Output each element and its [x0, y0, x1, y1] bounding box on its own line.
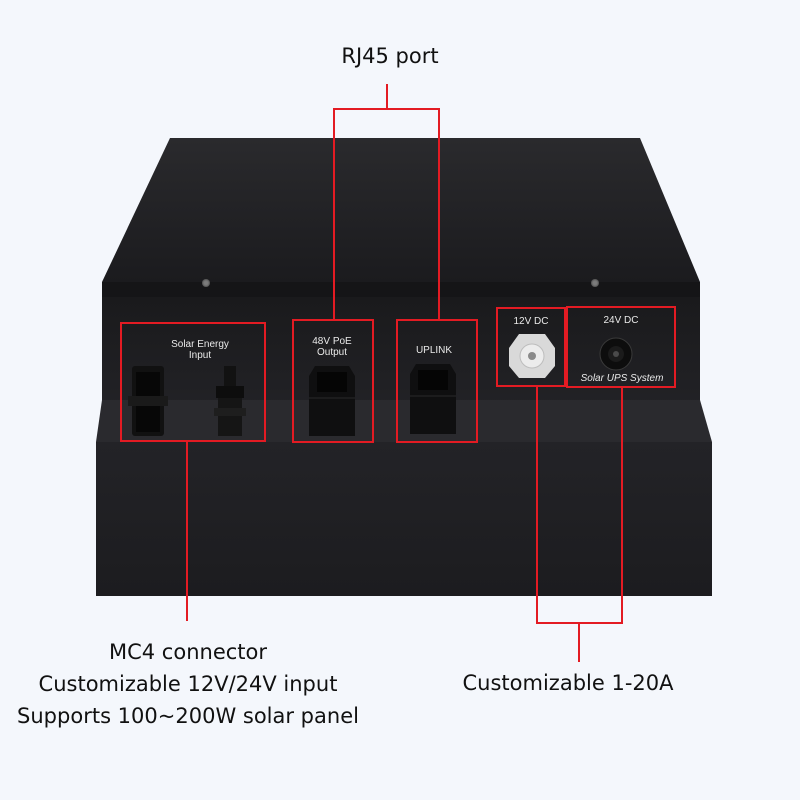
- dc12-highlight-box: [496, 307, 566, 387]
- rj45-connector-line: [333, 108, 440, 110]
- solar-label-line1: Solar Energy: [171, 339, 229, 350]
- mc4-connector-callout: MC4 connector Customizable 12V/24V input…: [0, 636, 376, 732]
- solar-ups-system-label: Solar UPS System: [580, 373, 664, 384]
- dc24-highlight-box: [566, 306, 676, 388]
- solar-input-highlight-box: [120, 322, 266, 442]
- poe-output-label: 48V PoE Output: [296, 336, 368, 358]
- dc12-label: 12V DC: [513, 316, 549, 327]
- uplink-highlight-box: [396, 319, 478, 443]
- poe-label-line1: 48V PoE: [312, 336, 352, 347]
- rj45-connector-line: [438, 108, 440, 320]
- poe-rj45-port: [309, 366, 355, 436]
- poe-output-highlight-box: [292, 319, 374, 443]
- dc-connector-line: [578, 622, 580, 662]
- uplink-label: UPLINK: [415, 345, 453, 356]
- dc-current-callout: Customizable 1-20A: [462, 671, 674, 695]
- solar-energy-input-label: Solar Energy Input: [140, 339, 260, 361]
- rj45-connector-line: [333, 108, 335, 320]
- mc4-callout-line1: MC4 connector: [108, 640, 267, 664]
- screw-left: [202, 279, 210, 287]
- dc12-cable-gland: [509, 334, 555, 378]
- dc24-cable-gland: [599, 337, 633, 371]
- solar-label-line2: Input: [188, 350, 212, 361]
- rj45-connector-line: [386, 84, 388, 109]
- screw-right: [591, 279, 599, 287]
- dc-connector-line: [621, 387, 623, 624]
- rj45-port-callout: RJ45 port: [341, 44, 439, 68]
- solar-connector-line: [186, 441, 188, 621]
- mc4-callout-line2: Customizable 12V/24V input: [38, 672, 338, 696]
- dc-connector-line: [536, 386, 538, 624]
- dc24-label: 24V DC: [603, 315, 639, 326]
- uplink-rj45-port: [410, 364, 456, 434]
- poe-label-line2: Output: [316, 347, 348, 358]
- mc4-callout-line3: Supports 100~200W solar panel: [17, 704, 359, 728]
- mc4-connector-pair: [128, 366, 246, 436]
